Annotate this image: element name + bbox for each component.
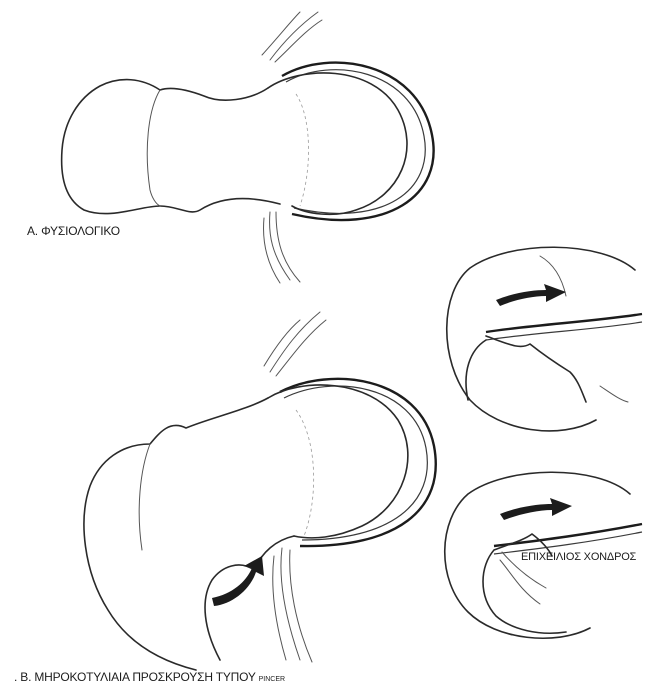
curved-arrow-icon <box>212 556 264 606</box>
inset-upper-cup <box>486 314 642 332</box>
femoral-head-a <box>268 73 407 214</box>
capsule-lower-a <box>264 212 300 283</box>
capsule-upper-a <box>262 12 322 62</box>
curved-arrow-icon <box>496 284 566 306</box>
acetabulum-a <box>282 63 434 220</box>
acetabulum-inner-b <box>284 386 427 540</box>
pincer-hip-figure <box>84 312 436 670</box>
inset-upper-cup-inner <box>486 322 642 340</box>
femoral-head-b <box>268 385 408 538</box>
panel-b-label: . Β. ΜΗΡΟΚΟΤΥΛΙΑΙΑ ΠΡΟΣΚΡΟΥΣΗ ΤΥΠΟΥ PINC… <box>14 670 285 684</box>
trochanter-detail-b <box>139 444 150 550</box>
capsule-lower-b <box>273 548 312 662</box>
inset-upper-labrum <box>466 336 586 402</box>
femoral-neck-b <box>84 398 294 670</box>
panel-b-title: Β. ΜΗΡΟΚΟΤΥΛΙΑΙΑ ΠΡΟΣΚΡΟΥΣΗ ΤΥΠΟΥ <box>20 670 255 684</box>
trochanter-detail-a <box>147 90 160 206</box>
panel-a-label: Α. ΦΥΣΙΟΛΟΓΙΚΟ <box>27 224 120 238</box>
femoral-neck-a <box>62 80 280 214</box>
inset-lower-labrum <box>483 534 566 633</box>
capsule-upper-b <box>264 312 326 376</box>
neck-shading-a <box>296 94 309 206</box>
panel-b-subscript: PINCER <box>259 676 285 683</box>
acetabulum-b <box>280 379 436 546</box>
neck-shading-b <box>296 410 314 536</box>
acetabulum-inner-a <box>286 70 425 214</box>
inset-lower-cup <box>494 524 642 546</box>
curved-arrow-icon <box>500 498 572 520</box>
normal-hip-figure <box>62 12 434 283</box>
panel-b-marker: . <box>14 670 17 684</box>
detail-inset-upper <box>447 247 642 431</box>
labrum-label: ΕΠΙΧΕΙΛΙΟΣ ΧΟΝΔΡΟΣ <box>521 551 636 563</box>
inset-upper-circle <box>447 247 635 431</box>
